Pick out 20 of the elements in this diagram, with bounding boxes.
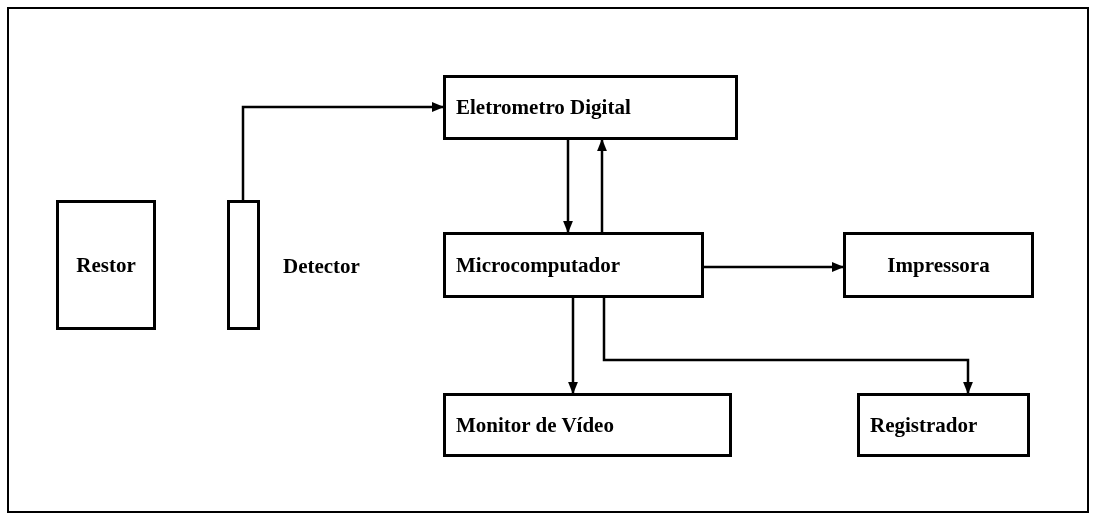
node-caption: Detector bbox=[283, 254, 360, 279]
box-label: Restor bbox=[76, 252, 136, 278]
arrow bbox=[241, 102, 445, 200]
arrow bbox=[602, 298, 973, 395]
process-box bbox=[443, 232, 704, 298]
box-label: Eletrometro Digital bbox=[455, 95, 631, 120]
process-box bbox=[443, 75, 738, 140]
arrow bbox=[597, 138, 607, 232]
box-label: Impressora bbox=[887, 252, 990, 278]
arrow bbox=[563, 140, 573, 234]
arrow bbox=[704, 262, 845, 272]
detector-bar bbox=[227, 200, 260, 330]
process-box bbox=[857, 393, 1030, 457]
process-box bbox=[843, 232, 1034, 298]
process-box bbox=[443, 393, 732, 457]
process-box bbox=[56, 200, 156, 330]
box-label: Registrador bbox=[869, 412, 978, 438]
arrow bbox=[568, 298, 578, 395]
box-label: Microcomputador bbox=[455, 252, 621, 278]
box-label: Monitor de Vídeo bbox=[455, 412, 614, 438]
